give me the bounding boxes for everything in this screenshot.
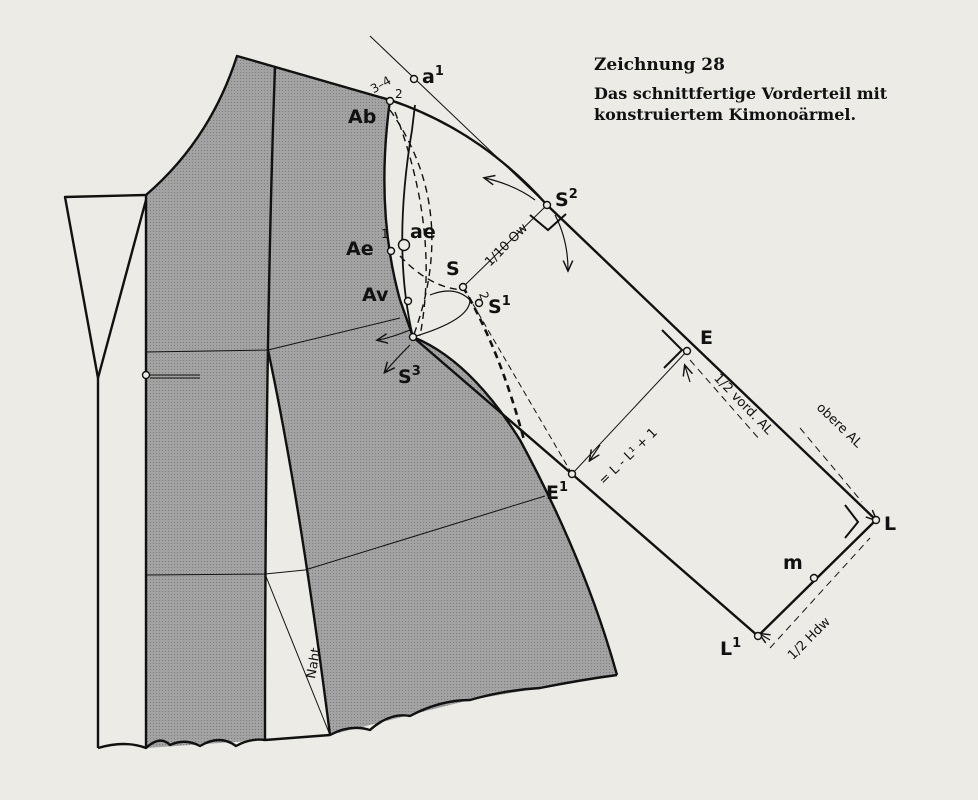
point-e: [682, 346, 692, 356]
neck-shoulder-outline: [145, 54, 391, 196]
figure-description: Das schnittfertige Vorderteil mit konstr…: [594, 83, 964, 125]
point-av: [403, 296, 413, 306]
side-seam-outline: [412, 335, 619, 676]
right-angle-s2: [529, 213, 567, 232]
label-l1: L1: [720, 636, 741, 660]
armhole-curve: [383, 99, 415, 338]
shoulder-extension-guide: [369, 35, 548, 206]
panel-seam-front: [263, 65, 277, 741]
right-angle-e: [661, 329, 684, 369]
armhole-curve-alt: [401, 104, 416, 338]
s-to-e1-guide: [462, 286, 573, 475]
label-ae: Ae: [346, 238, 374, 260]
label-e: E: [700, 327, 713, 349]
sleeve-upper-line: [546, 204, 877, 521]
point-s2: [542, 200, 552, 210]
point-ab: [385, 96, 395, 106]
figure-caption: Zeichnung 28 Das schnittfertige Vorderte…: [594, 55, 964, 125]
shaded-panels: [146, 56, 617, 748]
guide-lines: [145, 35, 688, 736]
measure-upper-al: obere AL: [813, 400, 865, 451]
side-panel-shading: [268, 66, 617, 735]
measure-half-hdw: 1/2 Hdw: [785, 614, 834, 663]
point-ae-ring: [397, 238, 411, 252]
pattern-points: [141, 74, 881, 641]
right-angle-l: [844, 504, 860, 539]
label-s1: S1: [488, 294, 511, 318]
dashed-construction: [389, 109, 871, 649]
label-m: m: [783, 552, 803, 574]
button-mark: [146, 374, 200, 379]
label-l: L: [884, 513, 896, 535]
arrow-s2-left: [485, 178, 536, 201]
label-s: S: [446, 258, 460, 280]
dashed-dim-hdw: [769, 537, 871, 649]
point-l: [871, 515, 881, 525]
cross-line-3: [264, 573, 331, 736]
measure-seam: Naht: [304, 647, 324, 680]
point-a1: [409, 74, 419, 84]
mark-one-ae: 1: [381, 227, 389, 241]
figure-title: Zeichnung 28: [594, 55, 725, 75]
point-s: [458, 282, 468, 292]
point-m: [809, 573, 819, 583]
cross-line-2: [145, 495, 546, 576]
arrow-s2-down: [554, 214, 568, 270]
dashed-armhole-s: [399, 255, 464, 291]
label-ae-upper: ae: [410, 221, 436, 243]
point-s3: [408, 332, 418, 342]
measure-half-front-al: 1/2 vord. AL: [710, 371, 776, 438]
label-av: Av: [362, 284, 389, 306]
label-ab: Ab: [348, 106, 376, 128]
description-line-2: konstruiertem Kimonoärmel.: [594, 105, 857, 124]
point-e1: [567, 469, 577, 479]
dashed-dim-upper: [799, 427, 863, 503]
dashed-side-bust: [461, 286, 526, 441]
arrow-s3-down: [385, 344, 411, 372]
measure-l-formula: = L - L¹ + 1: [596, 425, 660, 488]
label-s2: S2: [555, 187, 578, 211]
panel-seam-side-left: [266, 349, 332, 736]
point-s1: [474, 298, 484, 308]
mark-two-top: 2: [395, 87, 403, 101]
point-button: [141, 370, 151, 380]
mark-two-s: 2: [476, 290, 492, 302]
arrow-s-curve: [412, 290, 471, 338]
arrow-al-front: [685, 366, 690, 383]
label-s3: S3: [398, 364, 421, 388]
arrow-s3-left: [378, 329, 411, 340]
right-angle-marks: [529, 213, 860, 539]
cross-line-1: [145, 317, 401, 353]
measure-one-tenth-ow: 1/10 Ow: [482, 221, 531, 270]
dashed-arc-right: [389, 109, 433, 338]
mark-three-four: 3–4: [368, 73, 393, 96]
label-e1: E1: [546, 480, 568, 504]
arrow-l-formula: [590, 444, 601, 460]
lapel-facing-outline: [63, 193, 148, 380]
label-a1: a1: [422, 64, 444, 88]
description-line-1: Das schnittfertige Vorderteil mit: [594, 84, 888, 103]
point-labels: a1 Ab S2 ae Ae S Av S1 S3 E E1 L m L1: [346, 64, 896, 660]
dashed-dim-front: [689, 359, 761, 441]
front-panel-shading: [146, 56, 275, 748]
sleeve-top-curve: [389, 98, 548, 206]
point-l1: [753, 631, 763, 641]
point-ae-small: [386, 246, 396, 256]
